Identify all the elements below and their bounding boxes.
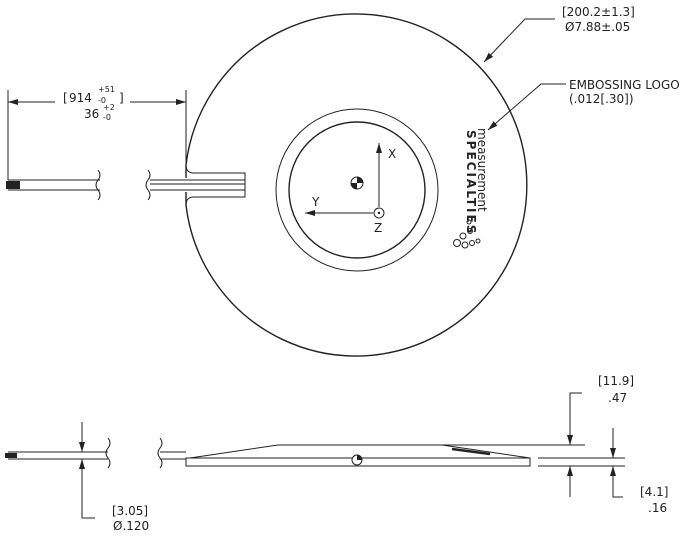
svg-text:+51: +51 (98, 85, 115, 94)
cable-diameter-in: Ø.120 (113, 519, 149, 533)
axis-triad (305, 143, 385, 219)
plate-thickness-mm: [4.1] (640, 485, 668, 499)
cable-top (6, 169, 245, 201)
diameter-mm: [200.2±1.3] (562, 5, 635, 19)
axis-z-label: Z (374, 221, 382, 235)
embossing-logo: measurement SPECIALTIES (453, 128, 489, 249)
diameter-in: Ø7.88±.05 (565, 20, 630, 34)
top-dome (189, 444, 531, 459)
logo-callout-line1: EMBOSSING LOGO (569, 78, 680, 92)
svg-text:]: ] (119, 91, 124, 105)
cable-diameter-mm: [3.05] (112, 504, 148, 518)
logo-callout-line2: (.012[.30]) (569, 92, 634, 106)
center-of-gravity-icon (350, 176, 364, 190)
top-view: X Y Z [ 914 +51 -0 ] 36 +2 -0 [200.2±1.3… (6, 5, 680, 357)
cable-slot (185, 164, 246, 206)
total-height-in: .47 (608, 391, 627, 405)
axis-x-label: X (388, 147, 396, 161)
svg-text:SPECIALTIES: SPECIALTIES (464, 130, 478, 235)
cable-length-in: 36 (84, 107, 99, 121)
svg-text:measurement: measurement (475, 128, 489, 212)
axis-y-label: Y (311, 195, 320, 209)
plate-thickness-in: .16 (648, 501, 667, 515)
inner-ring-outer (275, 108, 439, 272)
cable-length-mm: 914 (69, 91, 92, 105)
side-view: [3.05] Ø.120 [11.9] .47 [4.1] .16 (5, 374, 668, 533)
svg-text:[: [ (63, 91, 68, 105)
svg-text:+2: +2 (103, 103, 115, 112)
outer-disc-outline (185, 13, 528, 357)
svg-text:-0: -0 (103, 113, 111, 122)
total-height-mm: [11.9] (598, 374, 634, 388)
cable-side (5, 437, 186, 469)
inner-ring-inner (288, 121, 426, 259)
svg-text:-0: -0 (98, 96, 106, 105)
